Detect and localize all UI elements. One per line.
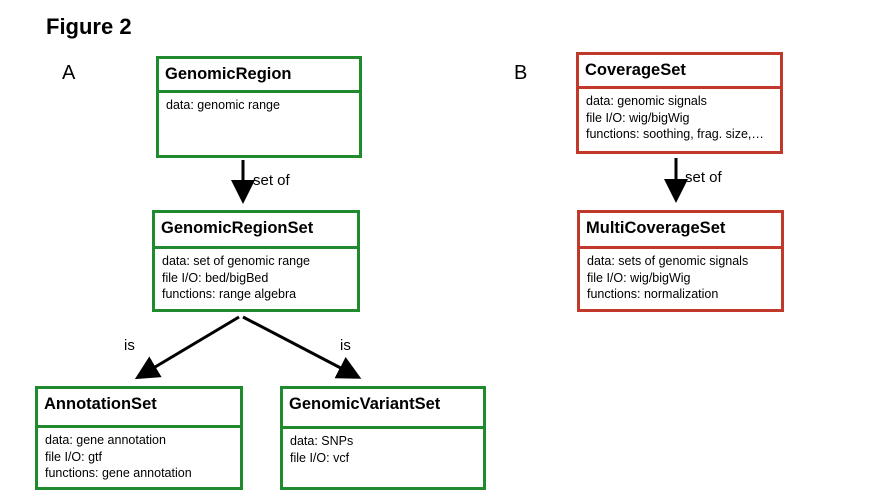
- genomic-region-box: GenomicRegion data: genomic range: [156, 56, 362, 158]
- box-line: data: SNPs: [290, 434, 354, 448]
- box-line: file I/O: vcf: [290, 450, 350, 465]
- box-line: data: sets of genomic signals: [587, 254, 749, 268]
- panel-label-b: B: [514, 62, 528, 84]
- annotation-set-box: AnnotationSet data: gene annotation file…: [35, 386, 243, 490]
- coverage-set-box: CoverageSet data: genomic signals file I…: [576, 52, 783, 154]
- relation-label-is-annotation: is: [124, 337, 135, 354]
- box-body: data: sets of genomic signals file I/O: …: [580, 249, 781, 303]
- box-body: data: genomic signals file I/O: wig/bigW…: [579, 89, 780, 143]
- box-line: functions: gene annotation: [45, 466, 192, 480]
- relation-label-is-variant: is: [340, 337, 351, 354]
- arrow-set-to-variant: [242, 315, 362, 379]
- box-body: data: genomic range: [159, 93, 359, 114]
- box-line: file I/O: wig/bigWig: [587, 270, 691, 285]
- genomic-variant-set-box: GenomicVariantSet data: SNPs file I/O: v…: [280, 386, 486, 490]
- panel-label-a: A: [62, 62, 76, 84]
- box-line: data: genomic range: [166, 98, 280, 112]
- box-line: file I/O: wig/bigWig: [586, 110, 690, 125]
- box-line: file I/O: gtf: [45, 449, 102, 464]
- box-line: data: gene annotation: [45, 433, 166, 447]
- multi-coverage-set-box: MultiCoverageSet data: sets of genomic s…: [577, 210, 784, 312]
- box-body: data: gene annotation file I/O: gtf func…: [38, 428, 240, 482]
- box-line: file I/O: bed/bigBed: [162, 270, 269, 285]
- relation-label-set-of: set of: [253, 172, 290, 189]
- box-line: functions: soothing, frag. size,…: [586, 127, 764, 141]
- box-title: MultiCoverageSet: [580, 213, 781, 249]
- box-title: GenomicVariantSet: [283, 389, 483, 429]
- arrow-set-to-annotation: [134, 315, 240, 380]
- box-line: data: set of genomic range: [162, 254, 311, 268]
- box-line: data: genomic signals: [586, 94, 707, 108]
- box-title: AnnotationSet: [38, 389, 240, 428]
- box-line: functions: range algebra: [162, 287, 297, 301]
- box-title: GenomicRegion: [159, 59, 359, 93]
- box-line: functions: normalization: [587, 287, 719, 301]
- figure-title: Figure 2: [46, 14, 132, 39]
- relation-label-set-of-coverage: set of: [685, 169, 722, 186]
- box-body: data: SNPs file I/O: vcf: [283, 429, 483, 466]
- box-title: GenomicRegionSet: [155, 213, 357, 249]
- box-body: data: set of genomic range file I/O: bed…: [155, 249, 357, 303]
- genomic-region-set-box: GenomicRegionSet data: set of genomic ra…: [152, 210, 360, 312]
- box-title: CoverageSet: [579, 55, 780, 89]
